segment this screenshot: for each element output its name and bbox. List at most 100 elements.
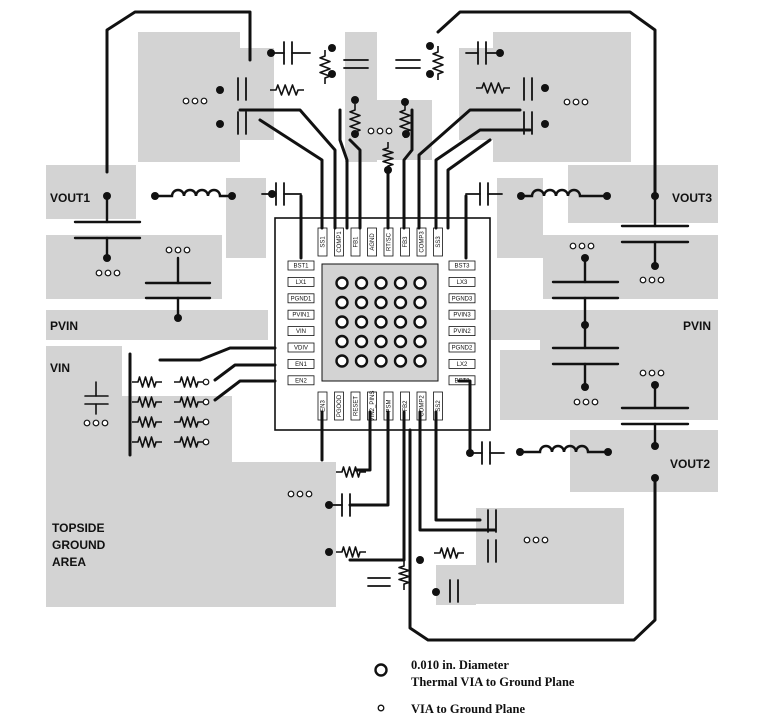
copper-area <box>46 165 136 219</box>
ic-pin: PVIN1 <box>287 309 315 320</box>
ic-pin: PGND1 <box>287 293 315 304</box>
ic-pin: FB1 <box>350 227 361 257</box>
inductor-l3 <box>518 188 610 198</box>
ic-pin: VIN2_PINS <box>367 391 377 421</box>
via <box>202 438 210 446</box>
label-ground-line2: GROUND <box>52 538 106 552</box>
via <box>569 242 577 250</box>
via <box>648 369 656 377</box>
ic-pin: VIN <box>287 326 315 337</box>
resistor <box>434 547 464 559</box>
label-vout1: VOUT1 <box>50 191 90 205</box>
ic-pin: PGND2 <box>448 342 476 353</box>
pin-label: LX1 <box>296 280 307 286</box>
ic-pin: BST3 <box>448 260 476 271</box>
via <box>200 97 208 105</box>
node <box>103 192 111 200</box>
label-vout3: VOUT3 <box>672 191 712 205</box>
via <box>83 419 91 427</box>
pin-label: PVIN3 <box>453 313 471 319</box>
via <box>572 98 580 106</box>
thermal-via <box>354 334 369 349</box>
thermal-via <box>413 354 427 368</box>
label-ground-line3: AREA <box>52 555 86 569</box>
node <box>541 84 549 92</box>
thermal-via <box>393 276 408 290</box>
thermal-via <box>413 276 427 290</box>
via <box>523 536 531 544</box>
via <box>165 246 173 254</box>
node <box>151 192 159 200</box>
thermal-via <box>374 295 388 310</box>
via <box>639 369 647 377</box>
via <box>183 246 191 254</box>
pin-label: VDIV <box>294 346 308 352</box>
node <box>268 190 276 198</box>
capacitor-cout3 <box>620 198 690 267</box>
via <box>578 242 586 250</box>
thermal-via <box>354 295 369 310</box>
via <box>573 398 581 406</box>
via <box>95 269 103 277</box>
thermal-via <box>374 334 388 349</box>
node <box>604 448 612 456</box>
inductor-l2 <box>520 444 610 454</box>
pin-label: FB3 <box>403 236 409 248</box>
resistor <box>432 46 444 80</box>
thermal-via-icon <box>374 663 388 677</box>
legend: 0.010 in. Diameter Thermal VIA to Ground… <box>374 658 575 716</box>
pin-label: FB2 <box>403 400 409 412</box>
pin-label: AGND <box>370 233 376 251</box>
label-pvin-right: PVIN <box>683 319 711 333</box>
ic-pin: EN1 <box>287 358 315 369</box>
node <box>651 442 659 450</box>
inductor-l1 <box>156 188 234 198</box>
node <box>651 262 659 270</box>
node <box>517 192 525 200</box>
via <box>582 398 590 406</box>
via <box>367 127 375 135</box>
node <box>328 44 336 52</box>
resistor <box>174 376 204 388</box>
resistor <box>132 416 162 428</box>
copper-area <box>493 32 631 162</box>
ic-outline <box>274 217 491 431</box>
copper-area <box>226 178 266 258</box>
resistor <box>398 560 410 590</box>
pin-label: EN2 <box>295 378 307 384</box>
pin-label: PGOOD <box>337 394 343 417</box>
node <box>541 120 549 128</box>
thermal-via <box>335 276 349 290</box>
ic-pin: SS3 <box>433 227 443 257</box>
via <box>104 269 112 277</box>
thermal-via <box>374 315 388 329</box>
node <box>426 42 434 50</box>
via <box>92 419 100 427</box>
via <box>174 246 182 254</box>
ic-package: BST1LX1PGND1PVIN1VINVDIVEN1EN2BST3LX3PGN… <box>274 217 491 431</box>
capacitor-cin3 <box>551 256 620 327</box>
ic-pin: SS2 <box>433 391 443 421</box>
resistor <box>476 82 510 94</box>
node <box>651 192 659 200</box>
node <box>466 449 474 457</box>
pin-label: RT/SC <box>387 232 393 251</box>
copper-areas <box>46 32 718 607</box>
ic-pin: FB3 <box>400 227 410 257</box>
pin-label: PVIN2 <box>453 329 471 335</box>
node <box>174 314 182 322</box>
via <box>532 536 540 544</box>
ic-pin: EN2 <box>287 375 315 386</box>
ic-pin: COMP3 <box>416 227 427 257</box>
node <box>416 556 424 564</box>
label-ground-line1: TOPSIDE <box>52 521 104 535</box>
legend-via: VIA to Ground Plane <box>411 702 525 716</box>
resistor <box>382 142 394 172</box>
via <box>385 127 393 135</box>
node <box>228 192 236 200</box>
copper-area <box>46 396 232 462</box>
copper-area <box>500 350 540 420</box>
pin-label: PVIN1 <box>292 313 310 319</box>
capacitor-cvin <box>84 381 109 415</box>
copper-area <box>46 310 268 340</box>
